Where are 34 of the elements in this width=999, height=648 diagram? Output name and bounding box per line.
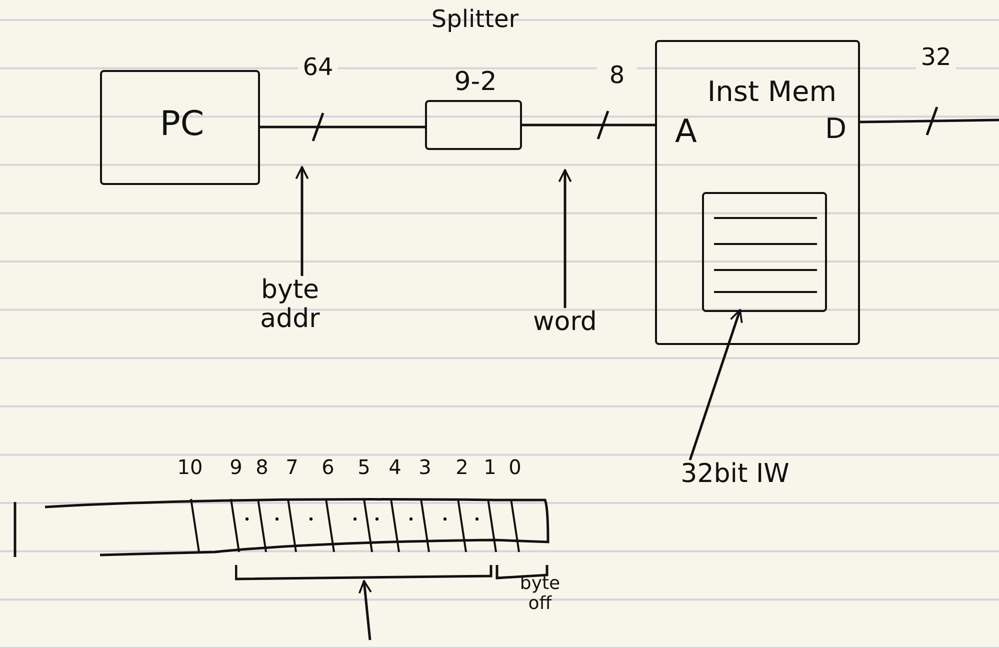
- annotation-text: byte addr: [245, 276, 335, 346]
- pc-box: [100, 70, 260, 185]
- component-label: PC: [158, 106, 206, 144]
- bit-number: 0: [508, 456, 522, 478]
- component-caption: Splitter: [430, 6, 520, 32]
- annotation-text: 32bit IW: [640, 460, 830, 496]
- wire: [860, 118, 999, 124]
- bit-number: 2: [454, 456, 470, 478]
- leader-arrow: [688, 309, 743, 460]
- bit-register: [15, 497, 548, 557]
- component-label: D: [825, 114, 848, 145]
- leader-arrow: [295, 166, 309, 276]
- bit-range-bracket: [235, 565, 493, 581]
- bit-number: 7: [284, 456, 300, 478]
- leader-arrow: [558, 169, 572, 308]
- bit-number: 8: [254, 456, 270, 478]
- annotation-text: byte off: [518, 574, 562, 614]
- bit-number: 1: [482, 456, 498, 478]
- bit-number: 4: [388, 456, 402, 478]
- leader-arrow: [358, 580, 372, 640]
- bit-number: 6: [320, 456, 336, 478]
- bit-number: 3: [418, 456, 432, 478]
- bit-number: 9: [228, 456, 244, 478]
- wire: [522, 124, 655, 126]
- bit-number: 5: [356, 456, 372, 478]
- component-label: 9-2: [453, 68, 498, 97]
- edge-label: 32: [916, 44, 956, 70]
- component-label: A: [675, 114, 698, 150]
- annotation-text: word: [520, 308, 610, 342]
- component-label: Inst Mem: [707, 77, 837, 108]
- wire: [260, 126, 425, 128]
- instruction-table: [702, 192, 827, 312]
- memory-block: [655, 40, 860, 345]
- bit-number: 10: [176, 456, 204, 478]
